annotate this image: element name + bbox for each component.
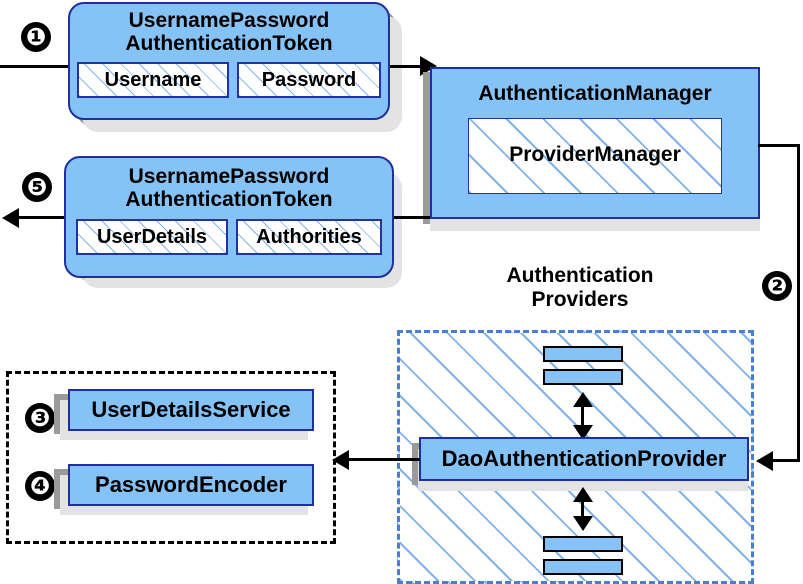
- connector-provider-link-top: [581, 400, 584, 430]
- arrowhead-to-collaborators: [332, 450, 349, 470]
- connector-manager-to-response: [394, 216, 430, 219]
- response-token-title: UsernamePassword AuthenticationToken: [125, 165, 333, 211]
- response-token-card[interactable]: UsernamePassword AuthenticationToken Use…: [64, 156, 394, 278]
- connector-provider-link-bottom: [581, 495, 584, 521]
- badge-step-1: ❶: [21, 22, 51, 52]
- dao-authentication-provider-box[interactable]: DaoAuthenticationProvider: [419, 437, 749, 481]
- provider-manager-label: ProviderManager: [509, 143, 681, 167]
- dao-authentication-provider-label: DaoAuthenticationProvider: [441, 446, 727, 472]
- authentication-providers-caption: Authentication Providers: [506, 264, 654, 311]
- other-provider-bar-bottom-1[interactable]: [543, 536, 623, 552]
- arrowhead-into-dao-provider: [756, 451, 773, 471]
- connector-manager-right: [758, 144, 800, 147]
- arrowhead-provider-link-top-down: [573, 425, 593, 440]
- field-username[interactable]: Username: [77, 62, 229, 99]
- passwordencoder-box[interactable]: PasswordEncoder: [68, 464, 314, 506]
- field-authorities-label: Authorities: [256, 225, 362, 248]
- userdetailsservice-box[interactable]: UserDetailsService: [68, 389, 314, 431]
- badge-step-4: ❹: [25, 471, 55, 501]
- userdetailsservice-label: UserDetailsService: [91, 397, 291, 423]
- field-password-label: Password: [261, 68, 357, 91]
- request-token-card[interactable]: UsernamePassword AuthenticationToken Use…: [68, 2, 390, 120]
- collaborators-group: [6, 371, 336, 544]
- badge-step-5: ❺: [22, 172, 52, 202]
- field-authorities[interactable]: Authorities: [236, 219, 382, 256]
- passwordencoder-label: PasswordEncoder: [95, 472, 287, 498]
- authentication-manager-title: AuthenticationManager: [478, 82, 712, 105]
- authentication-manager-box[interactable]: AuthenticationManager ProviderManager: [430, 67, 760, 219]
- connector-response-out: [17, 216, 72, 219]
- connector-token-to-manager: [390, 65, 426, 68]
- badge-step-3: ❸: [25, 403, 55, 433]
- connector-provider-to-collaborators: [348, 458, 420, 461]
- arrowhead-response-out: [2, 208, 19, 228]
- provider-manager-box[interactable]: ProviderManager: [468, 117, 722, 194]
- field-userdetails-label: UserDetails: [96, 225, 208, 248]
- arrowhead-provider-link-bottom-up: [573, 487, 593, 502]
- connector-right-vertical: [797, 144, 800, 462]
- other-provider-bar-top-2[interactable]: [543, 369, 623, 385]
- field-username-label: Username: [104, 68, 202, 91]
- field-password[interactable]: Password: [237, 62, 381, 99]
- field-userdetails[interactable]: UserDetails: [76, 219, 228, 256]
- badge-step-2: ❷: [762, 271, 792, 301]
- connector-into-dao-provider: [770, 459, 800, 462]
- other-provider-bar-top-1[interactable]: [543, 346, 623, 362]
- other-provider-bar-bottom-2[interactable]: [543, 559, 623, 575]
- connector-request-in: [0, 65, 70, 68]
- arrowhead-provider-link-bottom-down: [573, 516, 593, 531]
- arrowhead-provider-link-top-up: [573, 392, 593, 407]
- request-token-title: UsernamePassword AuthenticationToken: [125, 9, 333, 55]
